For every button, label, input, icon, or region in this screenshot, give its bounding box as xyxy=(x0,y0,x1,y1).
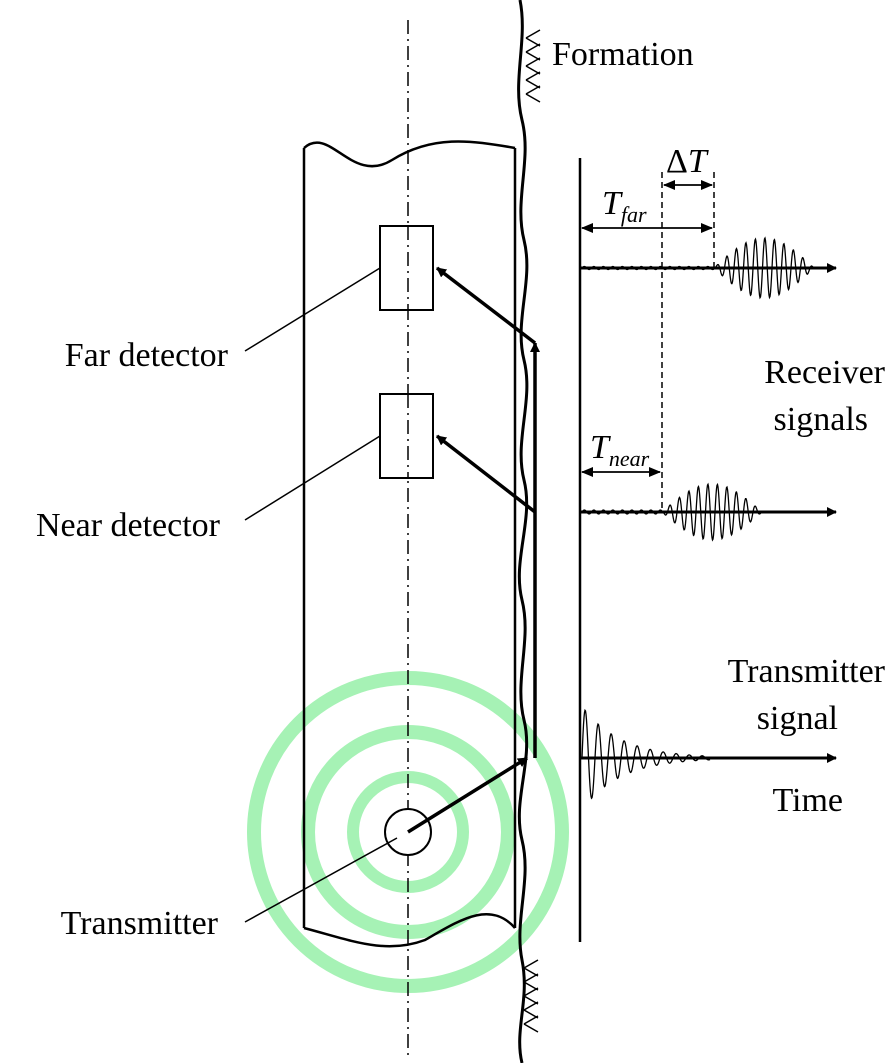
transmitter-label: Transmitter xyxy=(61,905,219,942)
signal-axes xyxy=(580,263,837,763)
transmitter-waveform xyxy=(581,708,711,800)
formation-boundary xyxy=(517,0,529,1063)
t-near-subscript: near xyxy=(609,446,650,471)
delta-t-letter: T xyxy=(688,143,709,180)
near-detector-box xyxy=(379,393,434,479)
tool-top-break xyxy=(303,140,516,168)
t-far-subscript: far xyxy=(621,202,647,227)
t-far-letter: T xyxy=(602,185,623,222)
near-detector-label: Near detector xyxy=(36,507,221,544)
logging-tool xyxy=(302,140,517,948)
far-detector-label: Far detector xyxy=(65,337,229,374)
delta-symbol: Δ xyxy=(666,143,688,180)
dimension-arrows xyxy=(581,180,713,477)
formation-hatching-top xyxy=(525,29,541,103)
far-receiver-waveform xyxy=(581,236,820,300)
time-axis-label: Time xyxy=(772,782,843,819)
receiver-signals-label-line2: signals xyxy=(774,401,868,438)
wave-ray-path xyxy=(407,266,540,834)
far-detector-box xyxy=(379,225,434,311)
transmitter-signal-label-line1: Transmitter xyxy=(728,653,886,690)
near-receiver-waveform xyxy=(581,482,770,542)
tool-bottom-break xyxy=(303,912,516,948)
transmitter-leader xyxy=(244,837,398,923)
delta-t-label: ΔT xyxy=(666,143,709,180)
formation-label: Formation xyxy=(552,36,694,73)
ray-transmitter-to-wall xyxy=(407,756,528,834)
near-detector-leader xyxy=(244,435,381,521)
ray-to-far-detector xyxy=(435,266,537,345)
receiver-signals-label-line1: Receiver xyxy=(764,354,885,391)
t-near-label: Tnear xyxy=(590,429,650,471)
transmitter-signal-label-line2: signal xyxy=(757,700,838,737)
leader-lines xyxy=(244,267,398,923)
far-detector-leader xyxy=(244,267,381,352)
formation-hatching-bottom xyxy=(523,959,539,1033)
ray-to-near-detector xyxy=(435,434,537,514)
t-near-letter: T xyxy=(590,429,611,466)
timing-markers xyxy=(661,172,715,512)
t-far-label: Tfar xyxy=(602,185,647,227)
